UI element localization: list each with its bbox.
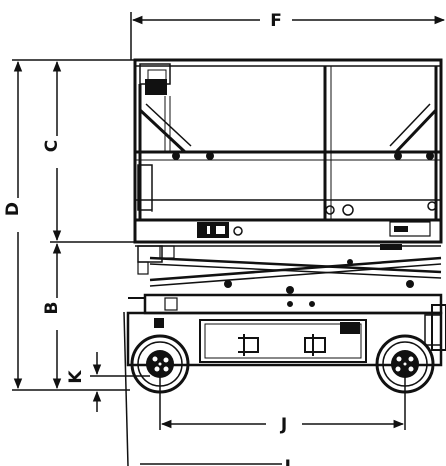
chassis (126, 293, 446, 367)
label-j: J (280, 415, 287, 435)
platform-deck (133, 218, 443, 250)
dimension-lines (12, 12, 446, 466)
scissor-lift-machine (126, 58, 446, 394)
label-l: L (285, 457, 296, 466)
label-d: D (3, 202, 23, 216)
label-c: C (42, 140, 62, 152)
scissor-arms (137, 245, 442, 294)
label-k: K (66, 370, 86, 384)
label-f: F (270, 11, 282, 31)
dim-l-ext-left (123, 311, 129, 466)
dimension-labels: F D C B K J L (3, 11, 296, 466)
platform-guardrail (133, 58, 443, 222)
label-b: B (42, 302, 62, 315)
